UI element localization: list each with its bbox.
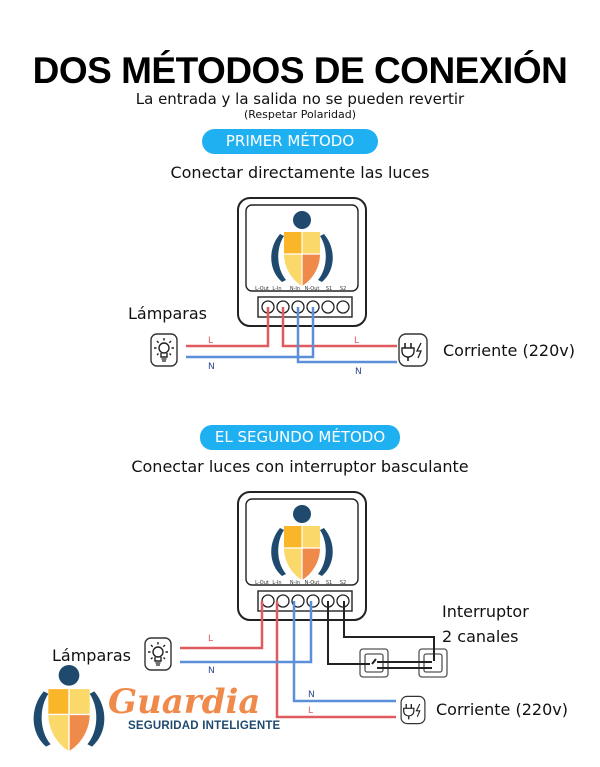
method1-lamp-label: Lámparas (128, 304, 207, 323)
wire-label-n: N (308, 690, 315, 700)
brand-name: Guardia (108, 682, 261, 722)
lightbulb-icon (150, 333, 178, 367)
plug-icon (398, 333, 428, 367)
wire-label-n: N (208, 362, 215, 372)
page-title: DOS MÉTODOS DE CONEXIÓN (32, 50, 568, 91)
brand-logo (32, 664, 106, 752)
switch-label-line2: 2 canales (442, 627, 519, 646)
neutral-wire-supply (292, 601, 396, 703)
wire-label-l: L (208, 336, 213, 346)
terminal-label: L-Out (255, 286, 269, 292)
method2-power-label: Corriente (220v) (436, 700, 568, 719)
terminal-label: S2 (340, 286, 346, 292)
wire-label-n: N (208, 666, 215, 676)
method1-device: L-Out L-In N-In N-Out S1 S2 (237, 197, 367, 327)
wire-label-n: N (355, 367, 362, 377)
terminal-label: L-In (272, 286, 281, 292)
neutral-wire-load (180, 601, 313, 664)
live-wire-load (180, 601, 264, 650)
terminal-label: N-Out (305, 580, 320, 586)
wire-label-l: L (208, 634, 213, 644)
method2-device: L-Out L-In N-In N-Out S1 S2 (237, 491, 367, 621)
plug-icon (400, 695, 426, 725)
terminal-label: N-In (290, 286, 300, 292)
method2-description: Conectar luces con interruptor basculant… (131, 457, 469, 476)
method2-badge: EL SEGUNDO MÉTODO (200, 425, 400, 450)
subtitle: La entrada y la salida no se pueden reve… (135, 90, 465, 108)
live-wire-supply (281, 307, 397, 348)
switch-label-line1: Interruptor (442, 602, 529, 621)
method1-power-label: Corriente (220v) (443, 341, 575, 360)
wire-label-l: L (354, 336, 359, 346)
brand-tagline: SEGURIDAD INTELIGENTE (128, 720, 281, 732)
terminal-label: L-Out (255, 580, 269, 586)
terminal-label: S1 (326, 580, 332, 586)
method2-lamp-label: Lámparas (52, 646, 131, 665)
terminal-label: N-In (290, 580, 300, 586)
polarity-note: (Respetar Polaridad) (243, 108, 357, 121)
neutral-wire-supply (296, 307, 397, 364)
wire-label-l: L (308, 706, 313, 716)
method1-badge: PRIMER MÉTODO (202, 129, 378, 154)
terminal-label: N-Out (305, 286, 320, 292)
method1-description: Conectar directamente las luces (170, 163, 430, 182)
lightbulb-icon (144, 637, 172, 671)
neutral-wire-load (186, 307, 315, 359)
live-wire-supply (275, 601, 396, 719)
terminal-label: S1 (326, 286, 332, 292)
live-wire-load (186, 307, 270, 348)
terminal-label: L-In (272, 580, 281, 586)
terminal-label: S2 (340, 580, 346, 586)
